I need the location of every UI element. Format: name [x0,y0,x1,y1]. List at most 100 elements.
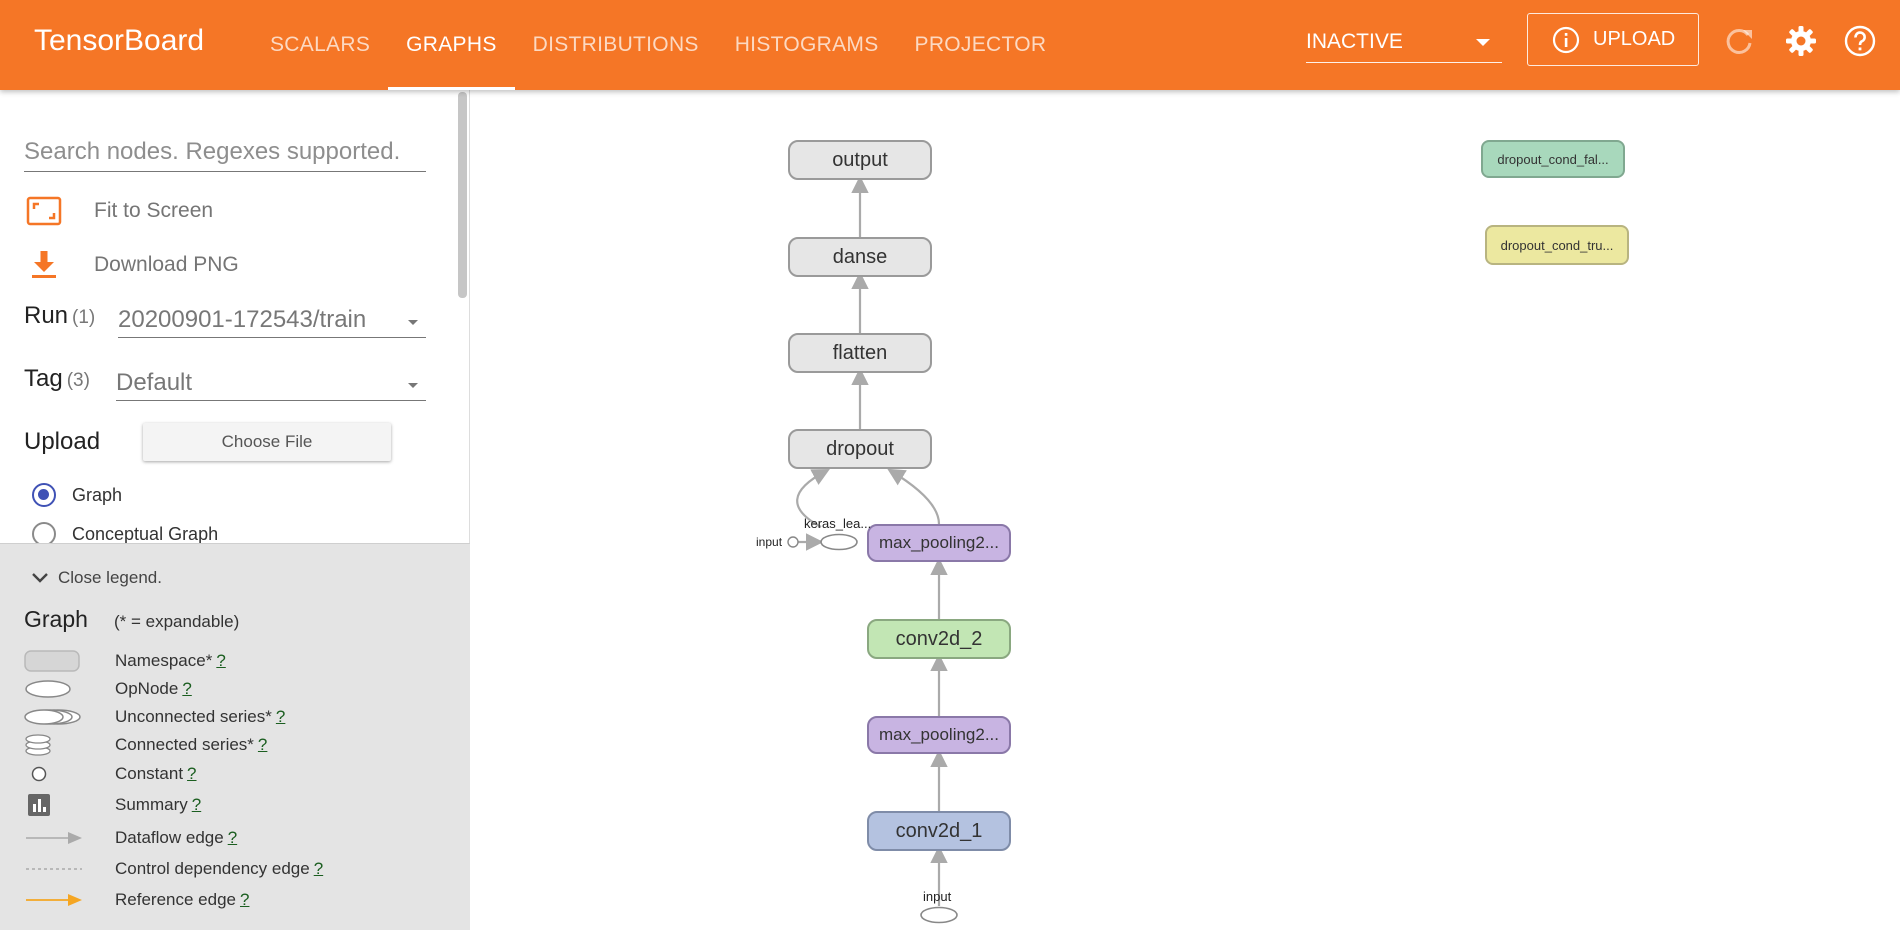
unconnected-help-link[interactable]: ? [275,707,286,726]
legend-item-namespace: Namespace*? [24,649,444,673]
graph-node-dropout-cond-true[interactable]: dropout_cond_tru... [1485,225,1629,265]
control-help-link[interactable]: ? [313,859,324,878]
fit-to-screen-button[interactable]: Fit to Screen [26,194,213,228]
graph-node-dropout-cond-false[interactable]: dropout_cond_fal... [1481,140,1625,178]
graph-node-max-pooling-2[interactable]: max_pooling2... [867,524,1011,562]
connected-series-icon [25,734,51,756]
control-dependency-edge-icon [26,868,82,870]
dataflow-edge-icon [26,832,82,844]
legend-namespace-label: Namespace* [115,651,213,670]
chevron-down-icon [1476,39,1490,46]
run-select-value: 20200901-172543/train [118,306,367,333]
settings-icon[interactable] [1784,24,1818,58]
graph-node-output[interactable]: output [788,140,932,180]
download-png-label: Download PNG [94,253,239,276]
opnode-icon [25,680,71,698]
constant-icon [31,766,47,782]
legend-item-summary: Summary? [24,793,444,817]
graph-node-conv2d-1[interactable]: conv2d_1 [867,811,1011,851]
legend-unconnected-label: Unconnected series* [115,707,272,726]
input-left-label: input [756,535,783,549]
download-icon [32,251,56,278]
legend-dataflow-label: Dataflow edge [115,828,224,847]
close-legend-label: Close legend. [58,568,162,587]
run-label: Run(1) [24,302,95,330]
chevron-down-icon [32,573,48,583]
input-op-node[interactable] [920,906,958,924]
tab-scalars[interactable]: SCALARS [270,33,371,56]
choose-file-button[interactable]: Choose File [143,423,391,461]
tag-label: Tag(3) [24,365,90,393]
graph-canvas[interactable]: output danse flatten dropout max_pooling… [471,90,1900,930]
namespace-icon [24,650,80,672]
run-count: (1) [72,307,96,328]
legend-item-constant: Constant? [24,762,444,786]
unconnected-series-icon [24,709,81,725]
legend-expandable-note: (* = expandable) [114,612,240,631]
opnode-help-link[interactable]: ? [182,679,192,698]
legend-item-opnode: OpNode? [24,677,444,701]
close-legend-button[interactable]: Close legend. [30,568,162,588]
upload-label: Upload [24,428,101,455]
summary-icon [28,794,50,816]
legend-constant-label: Constant [115,764,184,783]
fit-screen-icon [26,196,62,226]
legend-reference-label: Reference edge [115,890,236,909]
tab-graphs[interactable]: GRAPHS [388,0,515,90]
fit-to-screen-label: Fit to Screen [94,199,214,222]
legend-item-reference-edge: Reference edge? [24,888,444,912]
graph-edges [787,175,958,924]
graph-mode-label: Graph [72,484,123,505]
radio-selected-icon [32,483,56,507]
status-dropdown[interactable]: INACTIVE [1306,20,1502,63]
legend-item-dataflow-edge: Dataflow edge? [24,826,444,850]
tab-histograms[interactable]: HISTOGRAMS [734,33,879,56]
conceptual-graph-label: Conceptual Graph [72,523,219,544]
legend-item-unconnected-series: Unconnected series*? [24,705,444,729]
namespace-help-link[interactable]: ? [216,651,226,670]
edge-keras-dropout [796,468,830,528]
legend-item-control-dependency-edge: Control dependency edge? [24,857,444,881]
reference-help-link[interactable]: ? [239,890,250,909]
app-title: TensorBoard [34,24,205,57]
graph-node-conv2d-2[interactable]: conv2d_2 [867,619,1011,659]
reference-edge-icon [26,894,82,906]
legend-connected-label: Connected series* [115,735,254,754]
info-icon [1552,26,1580,53]
tag-select[interactable]: Default [116,363,426,401]
graph-node-dropout[interactable]: dropout [788,429,932,469]
download-png-button[interactable]: Download PNG [26,248,239,282]
legend-opnode-label: OpNode [115,679,179,698]
tab-projector[interactable]: PROJECTOR [914,33,1047,56]
graph-node-flatten[interactable]: flatten [788,333,932,373]
tag-label-text: Tag [24,365,63,392]
constant-node[interactable] [787,536,799,548]
summary-help-link[interactable]: ? [191,795,202,814]
sidebar-scrollbar[interactable] [458,92,467,298]
main-tabs: SCALARS GRAPHS DISTRIBUTIONS HISTOGRAMS … [252,0,1064,90]
graph-node-danse[interactable]: danse [788,237,932,277]
help-icon[interactable] [1843,24,1877,58]
edge-maxpool-dropout [887,468,941,525]
tag-select-value: Default [116,369,193,396]
graph-legend: Close legend. Graph (* = expandable) Nam… [0,543,470,930]
upload-button-label: UPLOAD [1593,28,1676,50]
legend-item-connected-series: Connected series*? [24,733,444,757]
connected-help-link[interactable]: ? [257,735,268,754]
run-label-text: Run [24,302,69,329]
keras-learning-phase-node[interactable] [820,533,858,551]
run-select[interactable]: 20200901-172543/train [118,300,426,338]
keras-learning-phase-label: keras_lea... [804,516,872,531]
search-nodes-input[interactable]: Search nodes. Regexes supported. [24,136,426,172]
constant-help-link[interactable]: ? [187,764,197,783]
upload-button[interactable]: UPLOAD [1527,13,1699,66]
top-app-bar: TensorBoard SCALARS GRAPHS DISTRIBUTIONS… [0,0,1900,90]
refresh-icon[interactable] [1723,24,1757,58]
legend-control-label: Control dependency edge [115,859,310,878]
graph-node-max-pooling-1[interactable]: max_pooling2... [867,716,1011,754]
dataflow-help-link[interactable]: ? [227,828,238,847]
legend-title: Graph [24,606,88,632]
graph-mode-radio[interactable]: Graph [32,483,122,507]
tag-count: (3) [66,370,90,391]
tab-distributions[interactable]: DISTRIBUTIONS [532,33,699,56]
